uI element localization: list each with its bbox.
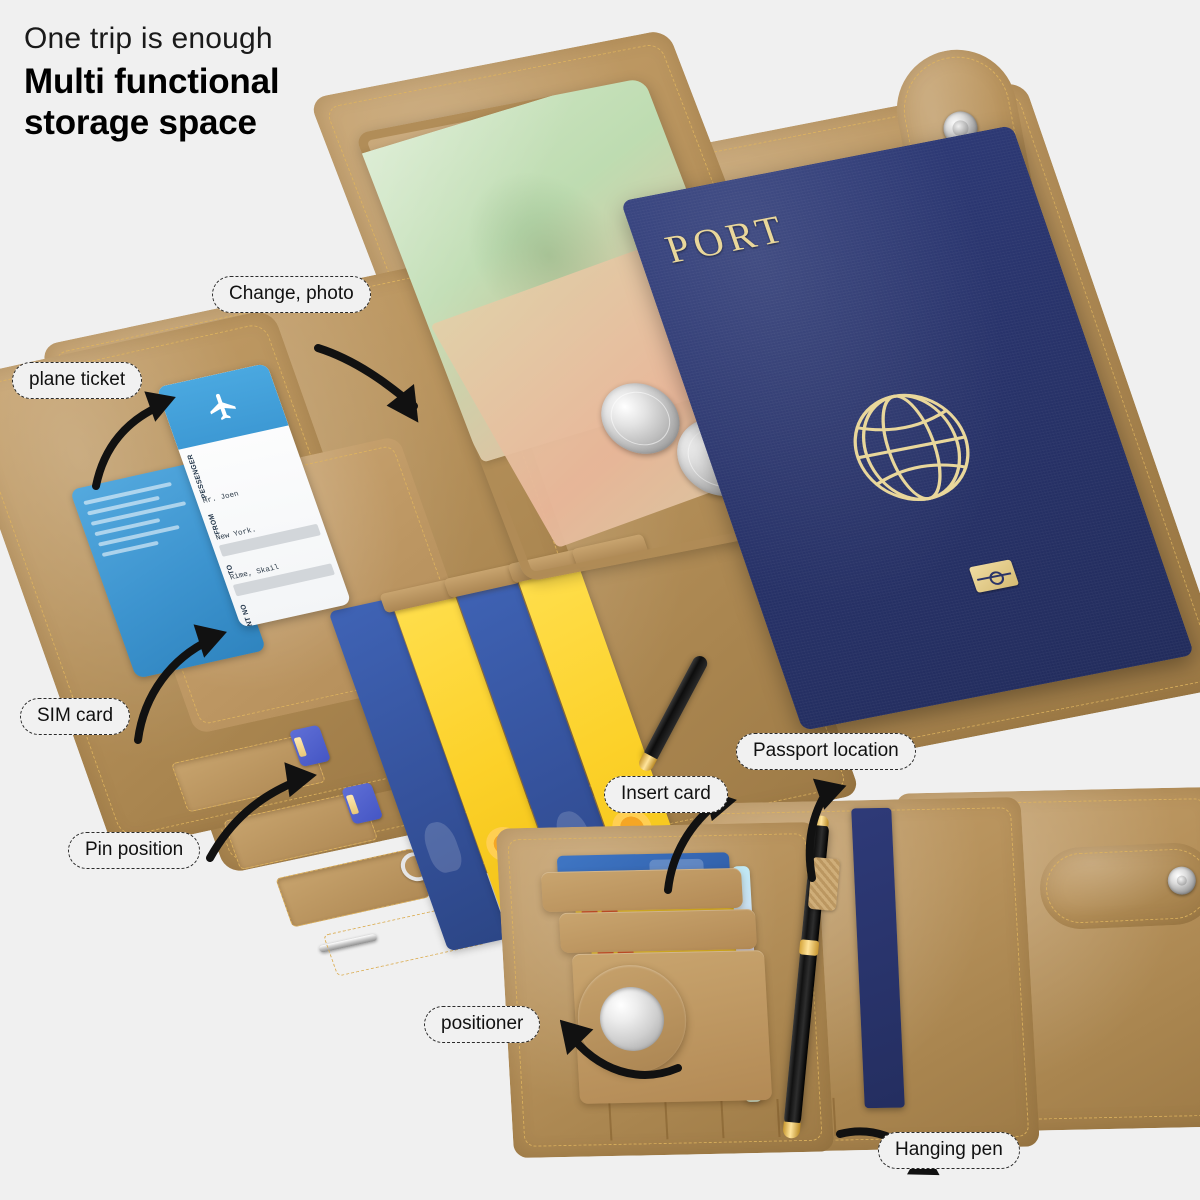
headline-title-line1: Multi functional — [24, 61, 280, 101]
headline-eyebrow: One trip is enough — [24, 22, 273, 55]
callout-insert-card[interactable]: Insert card — [604, 776, 728, 813]
airplane-icon — [156, 363, 289, 450]
headline-title-line2: storage space — [24, 102, 257, 142]
callout-change-photo[interactable]: Change, photo — [212, 276, 371, 313]
headline-block: One trip is enough Multi functional stor… — [24, 22, 280, 143]
wallet2-bottom-slots — [568, 1097, 891, 1162]
tracker-disc — [598, 986, 666, 1052]
passport-book: PORT — [620, 125, 1195, 731]
callout-hanging-pen[interactable]: Hanging pen — [878, 1132, 1020, 1169]
wallet2-pocket-lip — [540, 867, 744, 913]
callout-sim-card[interactable]: SIM card — [20, 698, 131, 735]
wallet2-closure-strap — [1038, 841, 1200, 931]
callout-pin-position[interactable]: Pin position — [68, 832, 201, 869]
boarding-pass-row: PESSENGER Mr. Joen — [186, 453, 241, 507]
callout-plane-ticket[interactable]: plane ticket — [12, 362, 143, 399]
main-open-wallet: PORT — [0, 29, 1200, 977]
globe-icon — [813, 362, 1012, 537]
callout-passport-location[interactable]: Passport location — [736, 733, 916, 770]
passport-cover-text: PORT — [659, 205, 794, 272]
callout-positioner[interactable]: positioner — [424, 1006, 541, 1043]
pen-holder-loop — [807, 856, 841, 912]
biometric-chip-icon — [968, 559, 1020, 593]
wallet2-pocket-lip — [558, 908, 758, 954]
second-wallet — [480, 770, 1200, 1190]
boarding-pass: PESSENGER Mr. Joen FROM New York. TO Rim… — [156, 363, 352, 628]
pen-gold-ring — [798, 939, 820, 957]
